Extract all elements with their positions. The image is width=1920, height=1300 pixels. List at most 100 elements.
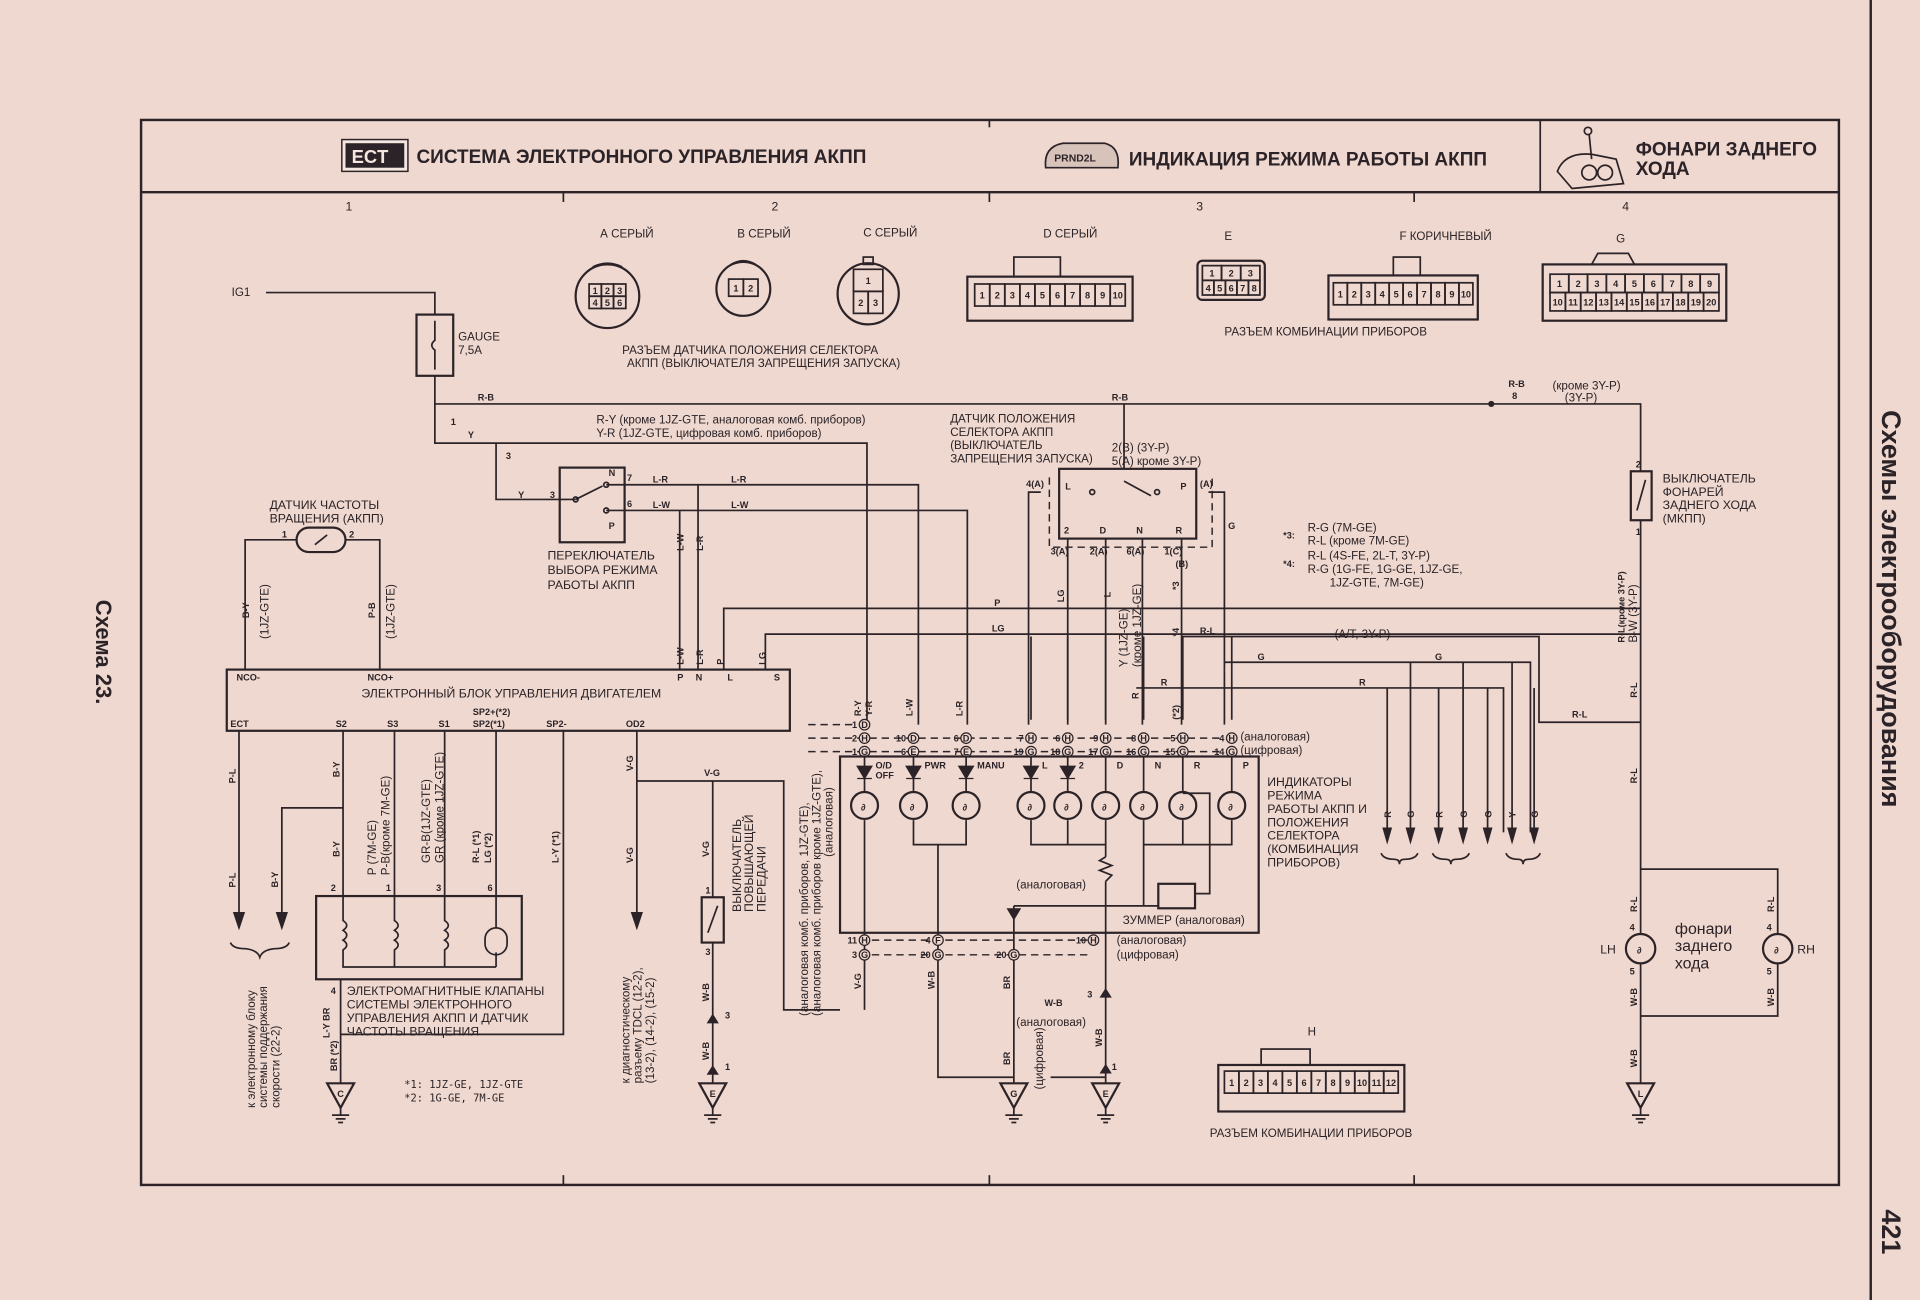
pin-connector-letter: H bbox=[1102, 733, 1109, 743]
solenoid-label: ЭЛЕКТРОМАГНИТНЫЕ КЛАПАНЫ bbox=[347, 984, 545, 998]
wire-color-label: G bbox=[1459, 811, 1469, 818]
svg-text:1: 1 bbox=[705, 886, 710, 896]
prnd-indicator-icon bbox=[1044, 142, 1120, 169]
diode-icon bbox=[856, 765, 873, 780]
svg-text:R-L: R-L bbox=[1572, 709, 1588, 719]
svg-text:*3: *3 bbox=[1171, 581, 1181, 590]
indicator-lamp-label: D bbox=[1117, 761, 1124, 771]
side-title-left: Схема 23. bbox=[91, 600, 116, 705]
pin-connector-letter: H bbox=[861, 733, 868, 743]
pin-connector-letter: G bbox=[1102, 747, 1109, 757]
indicator-label: ИНДИКАТОРЫ bbox=[1267, 775, 1351, 789]
connector-pin: 4 bbox=[1273, 1078, 1279, 1088]
svg-text:B-Y: B-Y bbox=[331, 762, 341, 778]
connector-pin: 2 bbox=[1352, 289, 1357, 299]
indicator-label: (КОМБИНАЦИЯ bbox=[1267, 842, 1358, 856]
pin-connector-letter: G bbox=[1140, 747, 1147, 757]
ground-symbol: L bbox=[1625, 1082, 1656, 1124]
solenoid-coil-icons bbox=[341, 911, 497, 968]
svg-text:SP2-: SP2- bbox=[546, 719, 566, 729]
indicator-label: РАБОТЫ АКПП И bbox=[1267, 802, 1367, 816]
arrow-icon bbox=[1433, 827, 1444, 845]
indicator-label: ПРИБОРОВ) bbox=[1267, 856, 1340, 870]
svg-text:V-G: V-G bbox=[704, 768, 720, 778]
wire-color-label: R bbox=[1383, 811, 1393, 818]
connector-pin: 12 bbox=[1583, 297, 1593, 307]
svg-text:R-L(кроме 3Y-P): R-L(кроме 3Y-P) bbox=[1617, 571, 1627, 642]
solenoid-label: СИСТЕМЫ ЭЛЕКТРОННОГО bbox=[347, 998, 512, 1012]
pin-connector-letter: E bbox=[963, 747, 969, 757]
wire-color-label: G bbox=[1483, 811, 1493, 818]
svg-text:L-R: L-R bbox=[695, 535, 705, 551]
svg-text:∂: ∂ bbox=[1637, 946, 1642, 956]
footnote: *1: 1JZ-GE, 1JZ-GTE bbox=[404, 1079, 523, 1091]
svg-text:(1JZ-GTE): (1JZ-GTE) bbox=[384, 584, 397, 639]
column-number: 1 bbox=[345, 200, 352, 214]
svg-text:∂: ∂ bbox=[1140, 802, 1145, 812]
connector-pin: 2 bbox=[605, 286, 610, 296]
diode-icon bbox=[1022, 765, 1040, 780]
solenoid-label: ЧАСТОТЫ ВРАЩЕНИЯ bbox=[347, 1025, 479, 1039]
svg-text:1: 1 bbox=[386, 883, 391, 893]
svg-text:R-L (*1): R-L (*1) bbox=[471, 831, 481, 863]
svg-text:GR-B(1JZ-GTE): GR-B(1JZ-GTE) bbox=[420, 779, 433, 863]
pin-number: 3 bbox=[852, 950, 857, 960]
svg-text:Y: Y bbox=[518, 490, 524, 500]
svg-text:W-B: W-B bbox=[701, 1042, 711, 1061]
neutral-switch-label: (ВЫКЛЮЧАТЕЛЬ bbox=[950, 439, 1043, 452]
indicator-lamp-label: OFF bbox=[876, 771, 895, 781]
connector-pin: 4 bbox=[1613, 279, 1619, 289]
svg-text:GR (кроме 1JZ-GTE): GR (кроме 1JZ-GTE) bbox=[433, 752, 446, 863]
svg-text:N: N bbox=[1136, 526, 1143, 536]
svg-text:S1: S1 bbox=[439, 719, 450, 729]
svg-text:RH: RH bbox=[1797, 943, 1815, 957]
reverse-lamp-rh: ∂ bbox=[1761, 932, 1794, 965]
svg-text:R-Y: R-Y bbox=[853, 700, 863, 716]
svg-text:5: 5 bbox=[1630, 966, 1635, 976]
gauge-fuse bbox=[415, 313, 455, 377]
svg-text:F КОРИЧНЕВЫЙ: F КОРИЧНЕВЫЙ bbox=[1399, 230, 1491, 243]
svg-text:W-B: W-B bbox=[1629, 1049, 1639, 1068]
connector-pin: 4 bbox=[1025, 291, 1031, 301]
solenoid-label: УПРАВЛЕНИЯ АКПП И ДАТЧИК bbox=[347, 1011, 530, 1025]
connector-pin: 3 bbox=[1248, 269, 1253, 279]
connector-pin: 3 bbox=[1594, 279, 1599, 289]
connector-pin: 11 bbox=[1568, 297, 1578, 307]
connector-pin: 15 bbox=[1629, 297, 1639, 307]
svg-text:S3: S3 bbox=[387, 719, 398, 729]
svg-text:Y (1JZ-GE): Y (1JZ-GE) bbox=[1118, 609, 1131, 668]
speed-sensor-label: ВРАЩЕНИЯ (АКПП) bbox=[270, 512, 384, 526]
indicator-label: СЕЛЕКТОРА bbox=[1267, 829, 1340, 843]
connector-pin: 11 bbox=[1372, 1078, 1382, 1088]
pin-connector-letter: G bbox=[861, 950, 868, 960]
overdrive-switch-label: ПЕРЕДАЧИ bbox=[754, 846, 768, 912]
svg-text:S: S bbox=[774, 673, 780, 683]
svg-text:S2: S2 bbox=[336, 719, 347, 729]
svg-text:L-W: L-W bbox=[904, 698, 914, 716]
connector-pin: 18 bbox=[1675, 297, 1685, 307]
svg-text:4: 4 bbox=[1767, 922, 1773, 932]
neutral-start-switch bbox=[1058, 467, 1198, 540]
pin-connector-letter: G bbox=[934, 950, 941, 960]
connector-pin: 8 bbox=[1085, 291, 1090, 301]
svg-text:BR: BR bbox=[1002, 1051, 1012, 1065]
svg-text:2: 2 bbox=[349, 529, 354, 539]
svg-text:L-R: L-R bbox=[653, 474, 669, 484]
svg-text:R-L: R-L bbox=[1200, 626, 1216, 636]
indicator-lamp-icon bbox=[1091, 790, 1121, 821]
pin-number: 4 bbox=[1219, 733, 1225, 743]
pin-connector-letter: G bbox=[1027, 747, 1034, 757]
connector-pin: 1 bbox=[866, 276, 871, 286]
svg-text:3: 3 bbox=[1087, 990, 1092, 1000]
svg-text:1: 1 bbox=[282, 529, 287, 539]
svg-text:NCO+: NCO+ bbox=[368, 673, 394, 683]
svg-text:(A): (A) bbox=[1200, 479, 1213, 489]
svg-text:LH: LH bbox=[1600, 943, 1616, 957]
svg-text:N: N bbox=[609, 468, 616, 478]
svg-text:L-R: L-R bbox=[954, 700, 964, 716]
reverse-switch-label: (МКПП) bbox=[1663, 512, 1706, 526]
